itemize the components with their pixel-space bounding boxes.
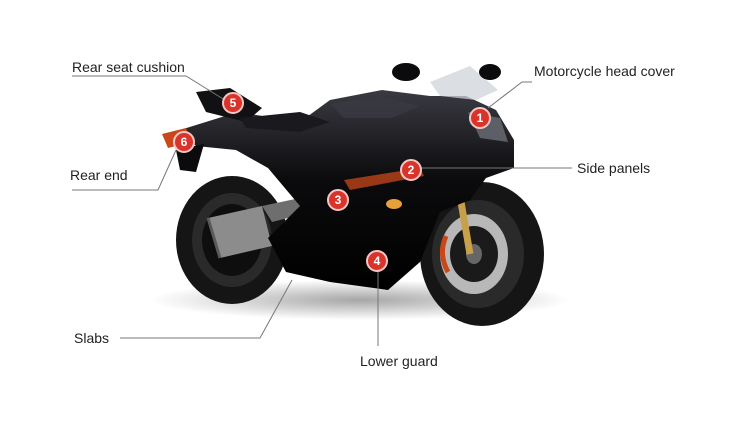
badge-3-number: 3	[335, 193, 342, 207]
badge-6: 6	[173, 131, 195, 153]
leader-rear-seat-cushion	[72, 75, 229, 103]
front-indicator	[386, 199, 402, 209]
leader-head-cover	[487, 81, 532, 109]
left-mirror	[392, 63, 420, 81]
exhaust	[206, 198, 304, 259]
windscreen	[430, 66, 498, 100]
leader-slabs	[120, 279, 293, 339]
front-wheel	[420, 182, 544, 326]
badge-1: 1	[469, 107, 491, 129]
badge-6-number: 6	[181, 135, 188, 149]
badge-2: 2	[400, 159, 422, 181]
label-slabs: Slabs	[74, 330, 110, 346]
badge-2-number: 2	[408, 163, 415, 177]
label-head-cover: Motorcycle head cover	[534, 63, 675, 79]
badge-3: 3	[327, 189, 349, 211]
badge-4: 4	[366, 250, 388, 272]
leader-rear-end	[72, 149, 177, 191]
label-rear-seat-cushion: Rear seat cushion	[72, 59, 185, 75]
label-rear-end: Rear end	[70, 167, 128, 183]
leader-lines	[72, 75, 572, 346]
label-lower-guard: Lower guard	[360, 353, 438, 369]
fairing-body	[180, 90, 514, 290]
badge-4-number: 4	[374, 254, 381, 268]
label-side-panels: Side panels	[577, 160, 651, 176]
badge-5-number: 5	[230, 96, 237, 110]
main-seat	[240, 112, 330, 132]
badge-1-number: 1	[477, 111, 484, 125]
right-mirror	[479, 64, 501, 80]
badge-5: 5	[222, 92, 244, 114]
tank-highlight	[330, 96, 420, 118]
